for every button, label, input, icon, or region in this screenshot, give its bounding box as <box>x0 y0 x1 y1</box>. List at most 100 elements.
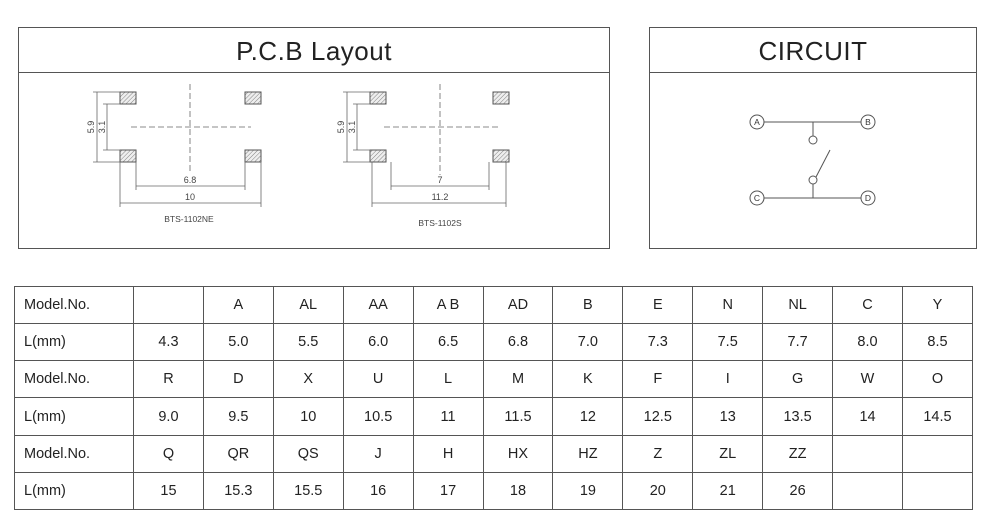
terminal-b <box>860 114 876 130</box>
table-cell <box>832 471 903 511</box>
terminal-a <box>749 114 765 130</box>
table-cell: R <box>133 360 204 399</box>
table-cell: 17 <box>412 471 484 511</box>
table-cell: E <box>622 285 694 325</box>
table-cell: AL <box>272 285 344 325</box>
table-cell: 7.0 <box>552 323 624 362</box>
circuit-schematic: A B C D <box>749 114 876 206</box>
row-header: Model.No. <box>14 285 134 325</box>
dim-label-height-inner: 3.1 <box>97 121 107 134</box>
table-cell: 4.3 <box>133 323 204 362</box>
table-cell: 15 <box>133 471 204 511</box>
terminal-d <box>860 190 876 206</box>
table-cell: HX <box>482 434 554 473</box>
circuit-title: CIRCUIT <box>650 28 976 73</box>
pad-top-left <box>369 91 387 105</box>
terminal-a-label: A <box>754 117 760 127</box>
table-cell: B <box>552 285 624 325</box>
pad-bottom-left <box>119 149 137 163</box>
table-cell: 16 <box>342 471 414 511</box>
table-cell: 10 <box>272 397 344 436</box>
pad-bottom-right <box>244 149 262 163</box>
row-header: Model.No. <box>14 434 134 473</box>
table-cell <box>901 471 974 511</box>
dim-label-height-outer: 5.9 <box>336 121 346 134</box>
table-cell: 11.5 <box>482 397 554 436</box>
dim-label-width-inner: 6.8 <box>184 175 197 185</box>
table-cell: 12.5 <box>622 397 694 436</box>
switch-contact-bottom <box>808 175 818 185</box>
pad-bottom-left <box>369 149 387 163</box>
table-cell: A <box>202 285 274 325</box>
circuit-panel: CIRCUIT A B C D <box>649 27 977 249</box>
table-cell: 15.3 <box>202 471 274 511</box>
table-cell: Q <box>133 434 204 473</box>
table-cell: K <box>552 360 624 399</box>
table-cell: U <box>342 360 414 399</box>
table-cell: 11 <box>412 397 484 436</box>
dim-label-width-inner: 7 <box>437 175 442 185</box>
pcb-layout-title: P.C.B Layout <box>19 28 609 73</box>
table-cell: M <box>482 360 554 399</box>
table-cell: 6.5 <box>412 323 484 362</box>
table-cell: AD <box>482 285 554 325</box>
row-header: Model.No. <box>14 360 134 399</box>
table-cell: 5.5 <box>272 323 344 362</box>
table-cell: QS <box>272 434 344 473</box>
dim-label-height-outer: 5.9 <box>86 121 96 134</box>
table-cell: 6.8 <box>482 323 554 362</box>
table-cell: F <box>622 360 694 399</box>
terminal-c-label: C <box>754 193 760 203</box>
table-cell: 9.0 <box>133 397 204 436</box>
terminal-d-label: D <box>865 193 871 203</box>
table-cell: QR <box>202 434 274 473</box>
table-cell: 7.3 <box>622 323 694 362</box>
dim-label-height-inner: 3.1 <box>347 121 357 134</box>
switch-contact-top <box>808 135 818 145</box>
table-cell: Z <box>622 434 694 473</box>
table-cell: 20 <box>622 471 694 511</box>
table-cell: 13 <box>692 397 764 436</box>
table-cell: 10.5 <box>342 397 414 436</box>
footprint-caption: BTS-1102NE <box>164 214 214 224</box>
table-cell: 12 <box>552 397 624 436</box>
row-header: L(mm) <box>14 397 134 436</box>
pcb-layout-drawing: 5.9 3.1 6.8 10 BTS-1102NE <box>86 84 510 228</box>
table-cell: Y <box>901 285 974 325</box>
table-cell: X <box>272 360 344 399</box>
switch-lever <box>815 149 831 178</box>
table-cell: 21 <box>692 471 764 511</box>
table-cell: 7.5 <box>692 323 764 362</box>
table-cell: 8.5 <box>901 323 974 362</box>
table-cell: 13.5 <box>762 397 834 436</box>
table-cell: ZZ <box>762 434 834 473</box>
table-cell: 6.0 <box>342 323 414 362</box>
pad-bottom-right <box>492 149 510 163</box>
dim-label-width-outer: 11.2 <box>432 192 449 202</box>
table-cell: O <box>901 360 974 399</box>
table-cell: I <box>692 360 764 399</box>
table-cell: H <box>412 434 484 473</box>
table-cell: L <box>412 360 484 399</box>
table-cell: 15.5 <box>272 471 344 511</box>
table-cell <box>133 285 204 325</box>
table-cell: 8.0 <box>832 323 903 362</box>
table-cell: ZL <box>692 434 764 473</box>
terminal-b-label: B <box>865 117 871 127</box>
table-cell: D <box>202 360 274 399</box>
row-header: L(mm) <box>14 471 134 511</box>
table-cell <box>901 434 974 473</box>
table-cell: 19 <box>552 471 624 511</box>
table-cell: HZ <box>552 434 624 473</box>
table-cell: NL <box>762 285 834 325</box>
table-cell: G <box>762 360 834 399</box>
table-cell: A B <box>412 285 484 325</box>
table-cell: 5.0 <box>202 323 274 362</box>
table-cell: 14 <box>832 397 903 436</box>
